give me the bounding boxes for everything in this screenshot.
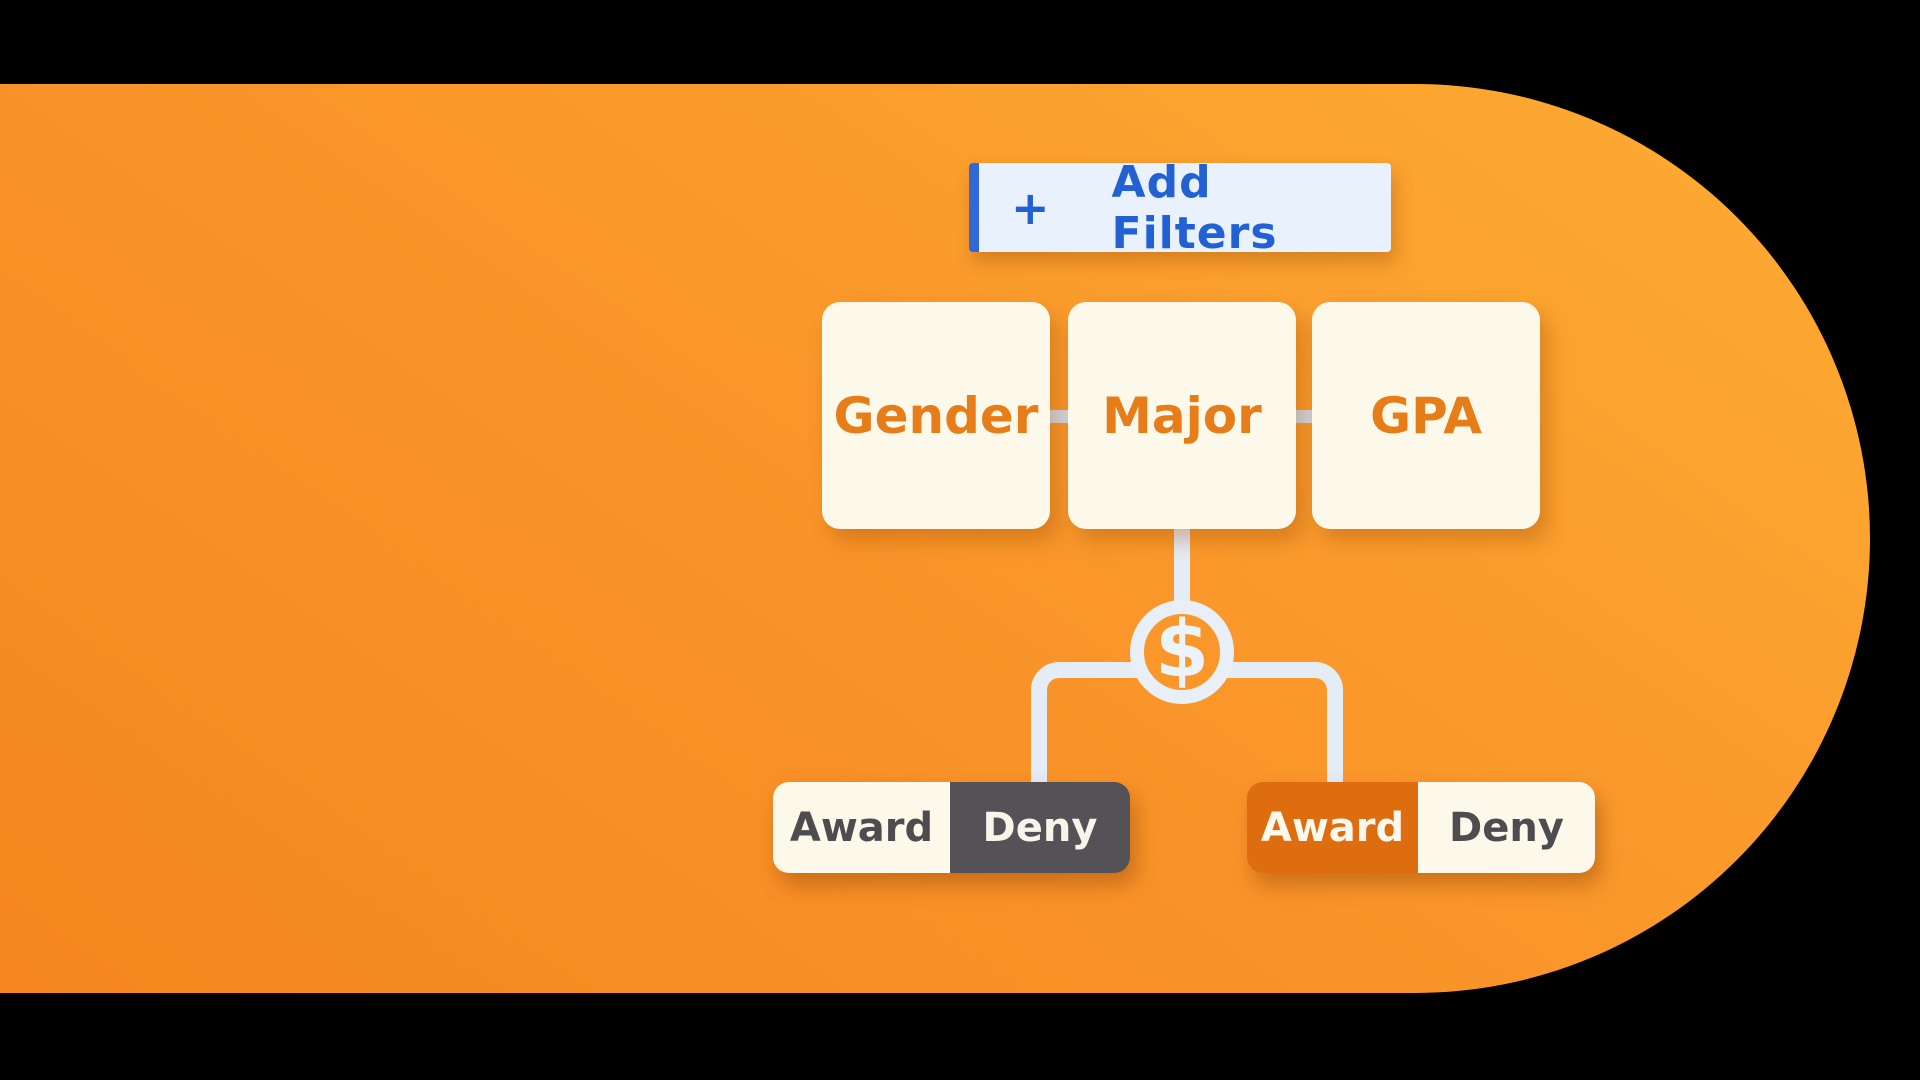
money-node: $ xyxy=(1130,600,1234,704)
filter-node-label: Gender xyxy=(833,386,1039,445)
filter-node-gpa[interactable]: GPA xyxy=(1312,302,1540,529)
branch-connector-right xyxy=(1227,662,1343,782)
award-label: Award xyxy=(1260,804,1405,851)
dollar-icon: $ xyxy=(1154,605,1210,695)
deny-option-selected[interactable]: Deny xyxy=(950,782,1130,873)
filter-node-label: GPA xyxy=(1370,386,1482,445)
filter-node-label: Major xyxy=(1102,386,1262,445)
award-option-selected[interactable]: Award xyxy=(1247,782,1418,873)
filter-node-gender[interactable]: Gender xyxy=(822,302,1050,529)
decision-toggle-left: Award Deny xyxy=(773,782,1130,873)
connector-major-gpa xyxy=(1294,410,1314,423)
deny-label: Deny xyxy=(1449,804,1564,851)
connector-gender-major xyxy=(1048,410,1070,423)
deny-label: Deny xyxy=(982,804,1098,851)
award-label: Award xyxy=(789,804,934,851)
add-filters-button[interactable]: + Add Filters xyxy=(969,157,1391,259)
add-filters-label: Add Filters xyxy=(1111,156,1278,259)
award-option[interactable]: Award xyxy=(773,782,950,873)
connector-major-money xyxy=(1174,529,1190,607)
deny-option[interactable]: Deny xyxy=(1418,782,1595,873)
decision-toggle-right: Award Deny xyxy=(1247,782,1595,873)
filter-node-major[interactable]: Major xyxy=(1068,302,1296,529)
branch-connector-left xyxy=(1031,662,1137,782)
plus-icon: + xyxy=(1011,180,1050,235)
